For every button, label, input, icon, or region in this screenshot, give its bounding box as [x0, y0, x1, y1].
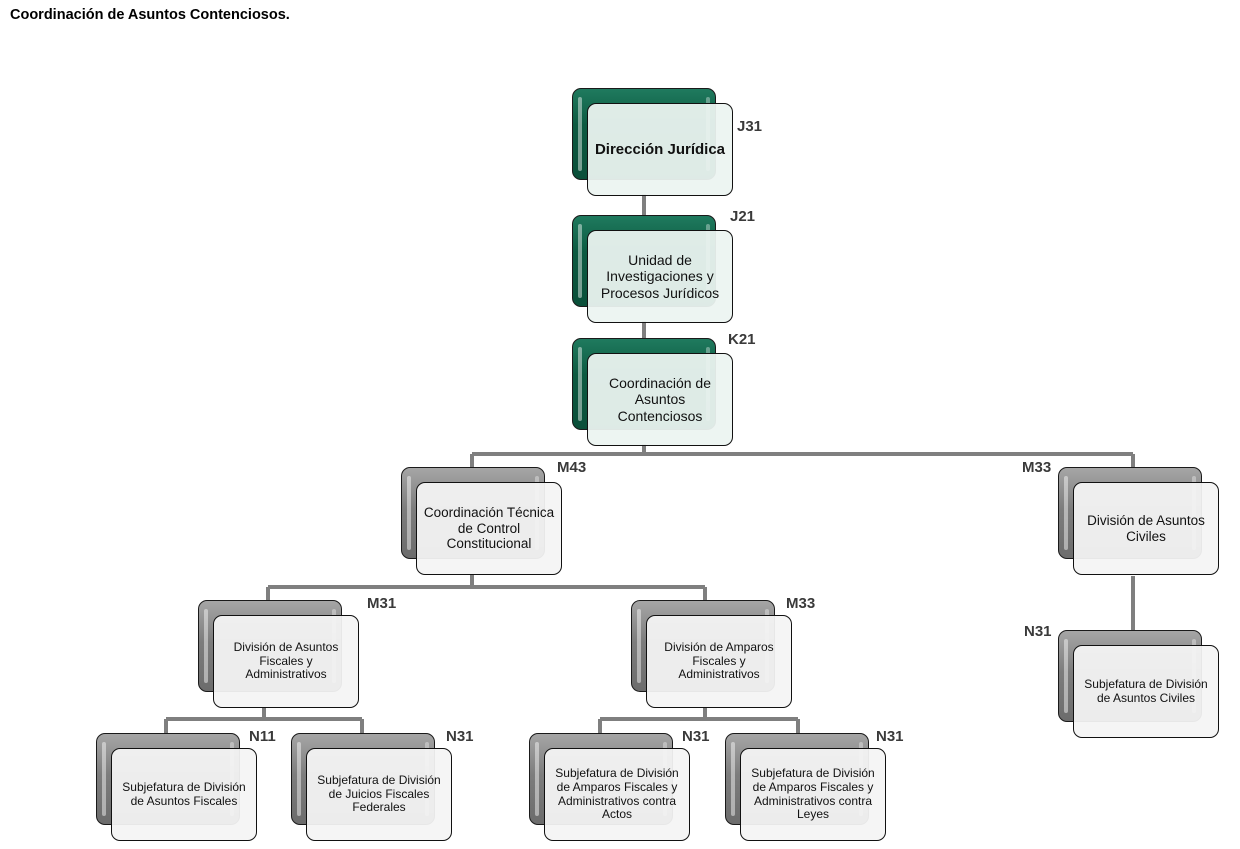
node-label: Subjefatura de División de Asuntos Civil…: [1084, 676, 1208, 705]
node-label: Subjefatura de División de Juicios Fisca…: [317, 772, 441, 815]
node-front-panel: Coordinación Técnica de Control Constitu…: [416, 482, 562, 575]
node-front-panel: Unidad de Investigaciones y Procesos Jur…: [587, 230, 733, 323]
node-label: Dirección Jurídica: [594, 140, 726, 158]
node-code-sub-fiscales: N11: [249, 728, 276, 745]
org-node-coord-tecnica: Coordinación Técnica de Control Constitu…: [401, 467, 562, 575]
org-node-sub-amparos-actos: Subjefatura de División de Amparos Fisca…: [529, 733, 690, 841]
org-node-unidad-investigaciones: Unidad de Investigaciones y Procesos Jur…: [572, 215, 733, 323]
node-front-panel: Subjefatura de División de Amparos Fisca…: [544, 748, 690, 841]
node-label: División de Asuntos Civiles: [1087, 512, 1205, 544]
node-code-unidad: J21: [730, 208, 756, 225]
node-front-panel: Subjefatura de División de Asuntos Fisca…: [111, 748, 257, 841]
node-front-panel: División de Asuntos Civiles: [1073, 482, 1219, 575]
node-code-div-fiscales: M31: [367, 595, 397, 612]
node-label: División de Amparos Fiscales y Administr…: [664, 639, 774, 682]
node-code-sub-civiles: N31: [1024, 623, 1052, 640]
org-node-div-fiscales: División de Asuntos Fiscales y Administr…: [198, 600, 359, 708]
node-label: Coordinación Técnica de Control Constitu…: [423, 505, 555, 552]
node-label: Subjefatura de División de Amparos Fisca…: [751, 765, 875, 822]
node-front-panel: Subjefatura de División de Asuntos Civil…: [1073, 645, 1219, 738]
org-node-sub-civiles: Subjefatura de División de Asuntos Civil…: [1058, 630, 1219, 738]
node-front-panel: Dirección Jurídica: [587, 103, 733, 196]
org-node-direccion-juridica: Dirección Jurídica: [572, 88, 733, 196]
node-front-panel: Subjefatura de División de Juicios Fisca…: [306, 748, 452, 841]
node-front-panel: Subjefatura de División de Amparos Fisca…: [740, 748, 886, 841]
org-node-coordinacion-contenciosos: Coordinación de Asuntos Contenciosos: [572, 338, 733, 446]
node-code-sub-juicios: N31: [446, 728, 474, 745]
org-node-sub-juicios: Subjefatura de División de Juicios Fisca…: [291, 733, 452, 841]
node-code-coordinacion: K21: [728, 331, 756, 348]
node-code-sub-amparos-leyes: N31: [876, 728, 904, 745]
page-title: Coordinación de Asuntos Contenciosos.: [10, 7, 290, 23]
node-code-div-amparos: M33: [786, 595, 816, 612]
node-label: Subjefatura de División de Asuntos Fisca…: [122, 779, 246, 808]
node-code-direccion: J31: [737, 118, 763, 135]
org-node-sub-fiscales: Subjefatura de División de Asuntos Fisca…: [96, 733, 257, 841]
org-node-div-amparos: División de Amparos Fiscales y Administr…: [631, 600, 792, 708]
node-label: Subjefatura de División de Amparos Fisca…: [555, 765, 679, 822]
node-label: División de Asuntos Fiscales y Administr…: [233, 639, 339, 682]
node-front-panel: División de Asuntos Fiscales y Administr…: [213, 615, 359, 708]
node-front-panel: División de Amparos Fiscales y Administr…: [646, 615, 792, 708]
node-code-div-civiles: M33: [1022, 459, 1052, 476]
node-front-panel: Coordinación de Asuntos Contenciosos: [587, 353, 733, 446]
org-node-sub-amparos-leyes: Subjefatura de División de Amparos Fisca…: [725, 733, 886, 841]
org-node-div-civiles: División de Asuntos Civiles: [1058, 467, 1219, 575]
node-label: Coordinación de Asuntos Contenciosos: [609, 375, 711, 424]
node-code-coord-tecnica: M43: [557, 459, 587, 476]
node-label: Unidad de Investigaciones y Procesos Jur…: [600, 252, 720, 301]
node-code-sub-amparos-actos: N31: [682, 728, 710, 745]
